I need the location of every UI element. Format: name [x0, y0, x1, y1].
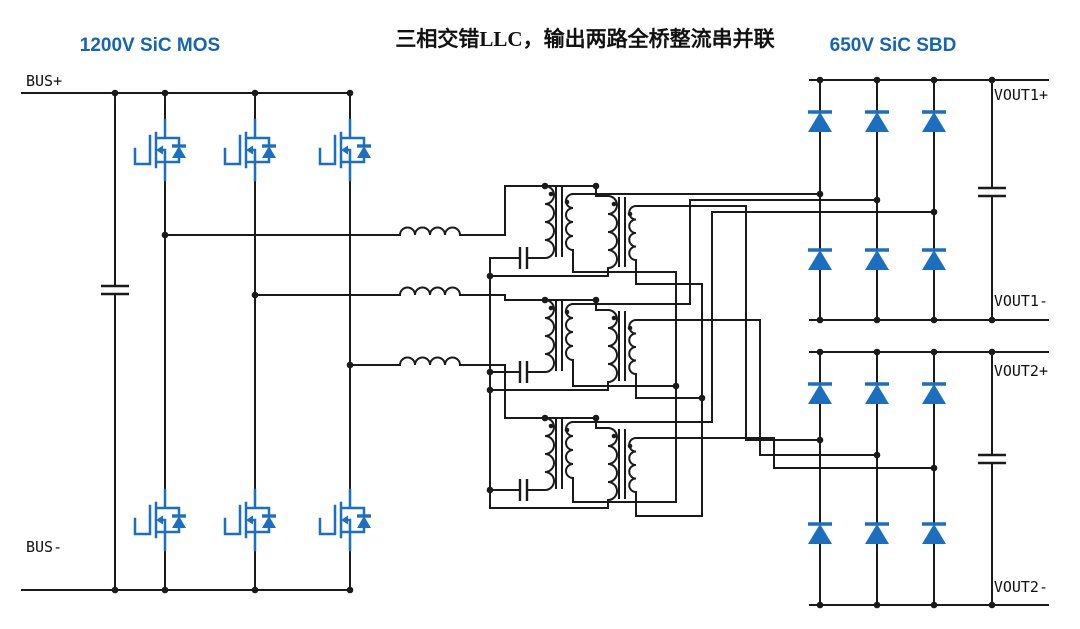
diode-d12: [920, 522, 948, 546]
diode-d2: [863, 110, 891, 134]
diode-d4: [806, 248, 834, 272]
resonant-capacitor-leads: [489, 257, 546, 509]
vout2-plus-label: VOUT2+: [994, 362, 1048, 380]
t2-primary-winding: [544, 299, 555, 373]
mosfet-device-label: 1200V SiC MOS: [80, 35, 220, 56]
bus-minus-label: BUS-: [26, 538, 62, 556]
resonant-inductor-lr1: [399, 226, 461, 236]
t4-core: [618, 197, 626, 267]
bus-plus-label: BUS+: [26, 72, 62, 90]
secondary-routing: [572, 193, 935, 517]
resonant-capacitor-cr2: [518, 361, 529, 383]
diode-d3: [920, 110, 948, 134]
vout1-plus-label: VOUT1+: [994, 86, 1048, 104]
t5-core: [618, 311, 626, 381]
diode-d6: [920, 248, 948, 272]
polarity-dots: [548, 191, 633, 449]
vout2-minus-label: VOUT2-: [994, 578, 1048, 596]
transformer-t5: [607, 309, 637, 383]
mosfet-q2: [223, 118, 278, 182]
transformer-t6: [607, 427, 637, 501]
diode-d9: [920, 382, 948, 406]
diode-d10: [806, 522, 834, 546]
output-capacitor-c2: [978, 453, 1006, 465]
t5-primary-winding: [607, 309, 618, 383]
transformer-t1: [544, 185, 574, 259]
output-capacitor-c1: [978, 186, 1006, 198]
t6-core: [618, 429, 626, 499]
rectifier-bridge-2: [806, 351, 1049, 606]
resonant-inductor-lr3: [399, 356, 461, 366]
resonant-inductor-lr2: [399, 286, 461, 296]
mosfet-q1: [133, 118, 188, 182]
bridge-legs: [164, 92, 351, 591]
bus-capacitor: [101, 284, 129, 296]
t6-primary-winding: [607, 427, 618, 501]
input-inverter-section: [21, 92, 373, 591]
resonant-capacitor-cr3: [518, 479, 529, 501]
t3-primary-winding: [544, 417, 555, 491]
t1-primary-winding: [544, 185, 555, 259]
diode-d7: [806, 382, 834, 406]
bridge2-wires: [809, 351, 1049, 606]
t2-core: [555, 301, 563, 371]
diode-d11: [863, 522, 891, 546]
t1-core: [555, 187, 563, 257]
sbd-device-label: 650V SiC SBD: [830, 35, 957, 56]
diode-d8: [863, 382, 891, 406]
junction-dots: [111, 76, 996, 609]
mosfet-q4: [133, 488, 188, 552]
diode-d5: [863, 248, 891, 272]
secondary-wires-bridge2: [635, 205, 935, 517]
t3-core: [555, 419, 563, 489]
transformer-t4: [607, 195, 637, 269]
transformer-section: [544, 185, 637, 501]
secondary-wires-bridge1: [572, 193, 935, 503]
phase-wires: [164, 185, 609, 429]
resonant-capacitor-cr1: [518, 247, 529, 269]
mosfet-q5: [223, 488, 278, 552]
mosfet-q3: [318, 118, 373, 182]
diode-d1: [806, 110, 834, 134]
diagram-title: 三相交错LLC，输出两路全桥整流串并联: [395, 27, 774, 51]
mosfet-q6: [318, 488, 373, 552]
resonant-tank-section: [164, 185, 609, 509]
vout1-minus-label: VOUT1-: [994, 292, 1048, 310]
t4-primary-winding: [607, 195, 618, 269]
